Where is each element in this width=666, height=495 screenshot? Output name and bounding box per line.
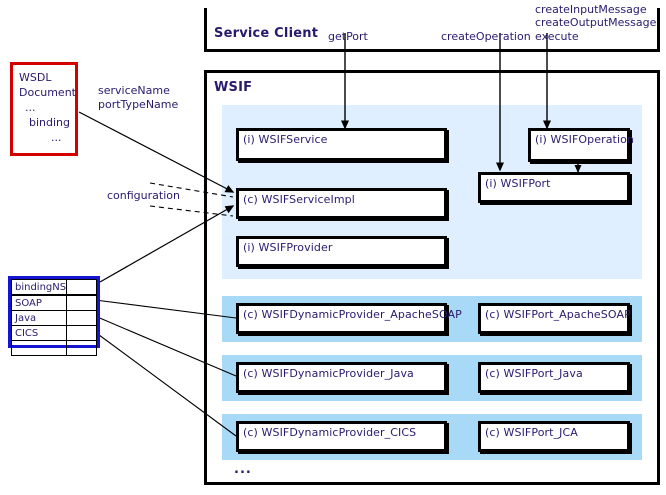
edge-label-create-input-message: createInputMessage bbox=[535, 3, 647, 16]
box-wsifserviceimpl-label: (c) WSIFServiceImpl bbox=[243, 193, 355, 206]
table-row bbox=[10, 340, 97, 356]
table-row: Java bbox=[10, 310, 97, 326]
table-row-header: bindingNS bbox=[10, 279, 97, 296]
box-wsifserviceimpl: (c) WSIFServiceImpl bbox=[236, 188, 447, 219]
wsif-ellipsis: ... bbox=[234, 462, 252, 477]
box-wsifservice: (i) WSIFService bbox=[236, 128, 447, 161]
wsdl-line-3: ... bbox=[25, 101, 36, 114]
box-wsifservice-label: (i) WSIFService bbox=[243, 133, 328, 146]
binding-ns-row-1-name: Java bbox=[10, 310, 68, 326]
box-port-apachesoap: (c) WSIFPort_ApacheSOAP bbox=[478, 303, 631, 334]
table-row: SOAP bbox=[10, 294, 97, 311]
binding-ns-row-1-value bbox=[66, 310, 97, 326]
box-port-jca: (c) WSIFPort_JCA bbox=[478, 421, 630, 452]
binding-ns-row-2-name: CICS bbox=[10, 325, 68, 341]
service-client-title: Service Client bbox=[214, 26, 319, 41]
box-wsifport-label: (i) WSIFPort bbox=[485, 177, 551, 190]
box-provider-cics-label: (c) WSIFDynamicProvider_CICS bbox=[243, 426, 417, 439]
wsdl-line-5: ... bbox=[51, 131, 62, 144]
box-port-jca-label: (c) WSIFPort_JCA bbox=[485, 426, 578, 439]
edge-label-execute: execute bbox=[535, 30, 579, 43]
edge-label-get-port: getPort bbox=[328, 30, 368, 43]
edge-label-configuration: configuration bbox=[107, 189, 180, 202]
box-provider-apachesoap: (c) WSIFDynamicProvider_ApacheSOAP bbox=[236, 303, 462, 334]
box-port-java-label: (c) WSIFPort_Java bbox=[485, 367, 583, 380]
table-row: CICS bbox=[10, 325, 97, 341]
wsdl-line-4: binding bbox=[29, 116, 71, 129]
binding-ns-row-0-value bbox=[66, 294, 97, 311]
service-client-frame bbox=[204, 8, 660, 52]
binding-ns-row-0-name: SOAP bbox=[10, 294, 68, 311]
box-provider-java: (c) WSIFDynamicProvider_Java bbox=[236, 362, 447, 393]
wsdl-document-box: WSDL Document ... binding ... bbox=[10, 62, 78, 156]
edge-label-create-operation: createOperation bbox=[441, 30, 531, 43]
box-wsifoperation-label: (i) WSIFOperation bbox=[535, 133, 635, 146]
box-wsifprovider-label: (i) WSIFProvider bbox=[243, 241, 333, 254]
binding-ns-header: bindingNS bbox=[10, 279, 68, 296]
edge-label-create-output-message: createOutputMessage bbox=[535, 16, 657, 29]
wsdl-line-2: Document bbox=[19, 86, 76, 99]
binding-ns-row-3-name bbox=[10, 340, 68, 356]
binding-ns-row-2-value bbox=[66, 325, 97, 341]
wsdl-line-1: WSDL bbox=[19, 71, 52, 84]
box-provider-java-label: (c) WSIFDynamicProvider_Java bbox=[243, 367, 414, 380]
box-wsifoperation: (i) WSIFOperation bbox=[528, 128, 634, 162]
edge-label-service-name: serviceName bbox=[98, 84, 170, 97]
edge-label-port-type-name: portTypeName bbox=[98, 98, 179, 111]
box-provider-cics: (c) WSIFDynamicProvider_CICS bbox=[236, 421, 447, 452]
binding-ns-header-value bbox=[66, 279, 97, 296]
box-port-apachesoap-label: (c) WSIFPort_ApacheSOAP bbox=[485, 308, 631, 321]
binding-ns-table: bindingNS SOAP Java CICS bbox=[8, 276, 100, 356]
box-provider-apachesoap-label: (c) WSIFDynamicProvider_ApacheSOAP bbox=[243, 308, 462, 321]
binding-ns-row-3-value bbox=[66, 340, 97, 356]
box-port-java: (c) WSIFPort_Java bbox=[478, 362, 630, 393]
box-wsifport: (i) WSIFPort bbox=[478, 172, 630, 203]
wsif-title: WSIF bbox=[214, 80, 253, 95]
box-wsifprovider: (i) WSIFProvider bbox=[236, 236, 447, 267]
